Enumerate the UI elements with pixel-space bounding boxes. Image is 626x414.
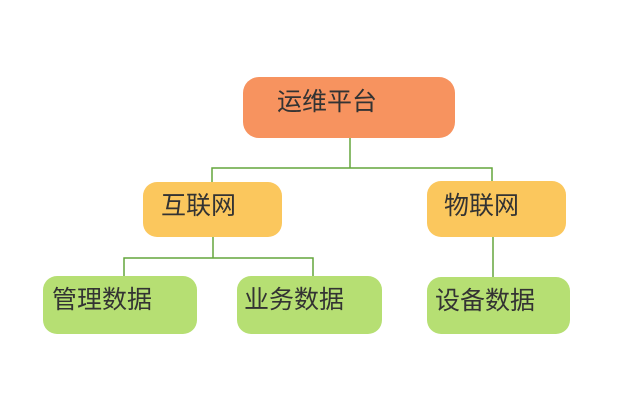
connector-internet-bracket xyxy=(123,257,314,276)
node-business-data: 业务数据 xyxy=(237,276,382,334)
node-management-data-label: 管理数据 xyxy=(52,286,153,314)
node-business-data-label: 业务数据 xyxy=(244,286,345,314)
node-device-data: 设备数据 xyxy=(427,277,570,334)
node-device-data-label: 设备数据 xyxy=(435,287,536,315)
connector-root-bracket xyxy=(211,167,493,182)
node-internet-label: 互联网 xyxy=(161,192,237,220)
node-iot-label: 物联网 xyxy=(444,192,520,220)
node-iot: 物联网 xyxy=(427,181,566,237)
node-root: 运维平台 xyxy=(243,77,455,138)
node-root-label: 运维平台 xyxy=(277,88,378,116)
node-management-data: 管理数据 xyxy=(43,276,197,334)
node-internet: 互联网 xyxy=(143,182,282,237)
